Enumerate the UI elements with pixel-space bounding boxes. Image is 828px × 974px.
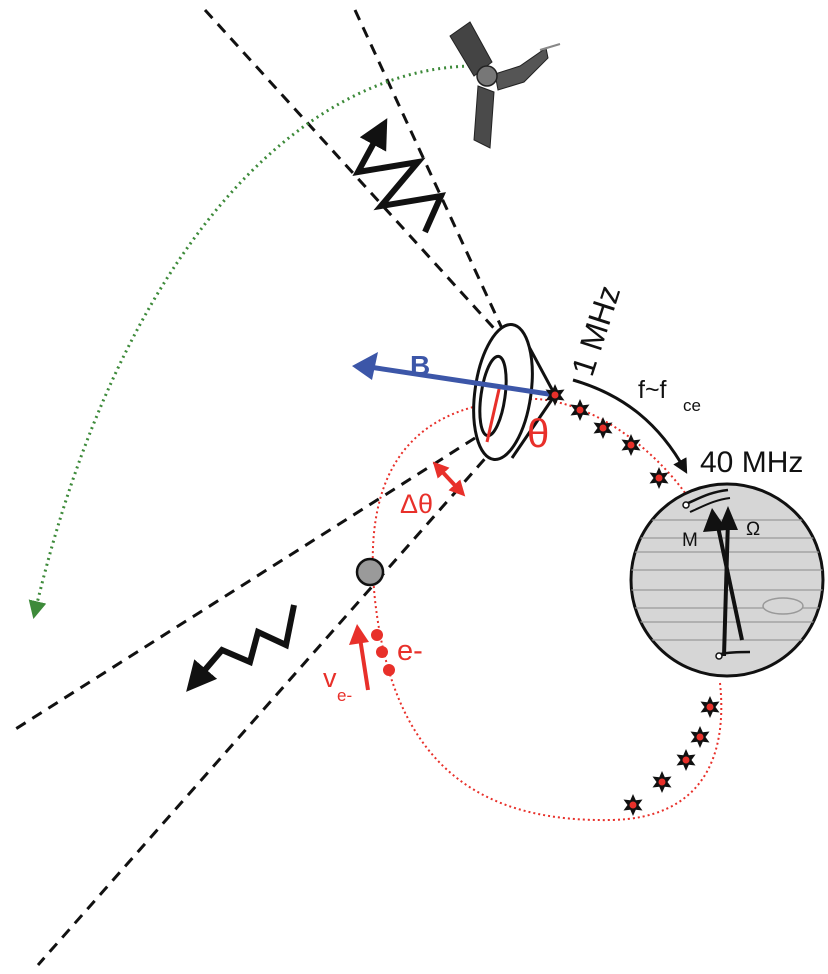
frequency-arrow	[572, 378, 688, 474]
b-field-vector	[362, 363, 556, 398]
delta-theta-label: Δθ	[400, 489, 433, 519]
cone-axis-red	[485, 384, 502, 443]
velocity-main-label: v	[323, 663, 337, 693]
emission-star-center	[658, 778, 666, 786]
emission-cone-lines	[13, 8, 507, 966]
electron-dot	[376, 646, 388, 658]
emission-star-center	[629, 801, 637, 809]
spacecraft-icon	[449, 21, 561, 149]
emission-star-center	[627, 441, 635, 449]
electron-dot	[371, 629, 383, 641]
emission-cone	[472, 323, 557, 461]
electron-velocity-arrow	[358, 637, 370, 691]
electron-label: e-	[397, 635, 423, 667]
delta-theta-indicator	[432, 461, 466, 497]
electron-dot	[383, 664, 395, 676]
freq-sub-label: ce	[683, 396, 701, 415]
emission-source-stars	[545, 384, 720, 816]
emission-star-center	[551, 391, 559, 399]
magnetic-moment-label: M	[682, 530, 698, 551]
spacecraft-trajectory	[28, 64, 471, 620]
b-field-arrowhead	[352, 352, 378, 380]
magnetic-moment-axis	[715, 521, 744, 641]
rotation-axis	[722, 519, 730, 657]
radio-wave-arrow-upper	[352, 118, 447, 234]
freq-fce-label: f~f ce	[638, 376, 701, 415]
freq-high-label: 40 MHz	[700, 446, 803, 479]
velocity-label: v e-	[323, 663, 352, 705]
emission-star-center	[706, 703, 714, 711]
planet-icon	[629, 482, 825, 678]
emission-star-center	[655, 474, 663, 482]
emission-star-center	[696, 733, 704, 741]
cone-edge-lower-left	[13, 436, 476, 732]
rotation-axis-label: Ω	[746, 519, 760, 540]
freq-low-label: 1 MHz	[564, 281, 627, 380]
emission-star-center	[682, 756, 690, 764]
emission-star-center	[599, 424, 607, 432]
cone-edge-lower-right	[36, 444, 499, 966]
b-field-label: B	[410, 350, 430, 381]
emission-star-center	[576, 406, 584, 414]
cone-edge-upper-left	[203, 8, 502, 337]
planet-spot	[762, 597, 804, 615]
theta-label: θ	[527, 412, 549, 456]
moon-icon	[355, 557, 385, 587]
cone-edge-upper-right	[353, 9, 507, 336]
magnetic-field-line	[371, 397, 723, 822]
radio-wave-arrow-lower	[186, 604, 297, 692]
electrons	[371, 629, 395, 676]
velocity-sub-label: e-	[337, 686, 352, 705]
freq-main-label: f~f	[638, 376, 667, 404]
